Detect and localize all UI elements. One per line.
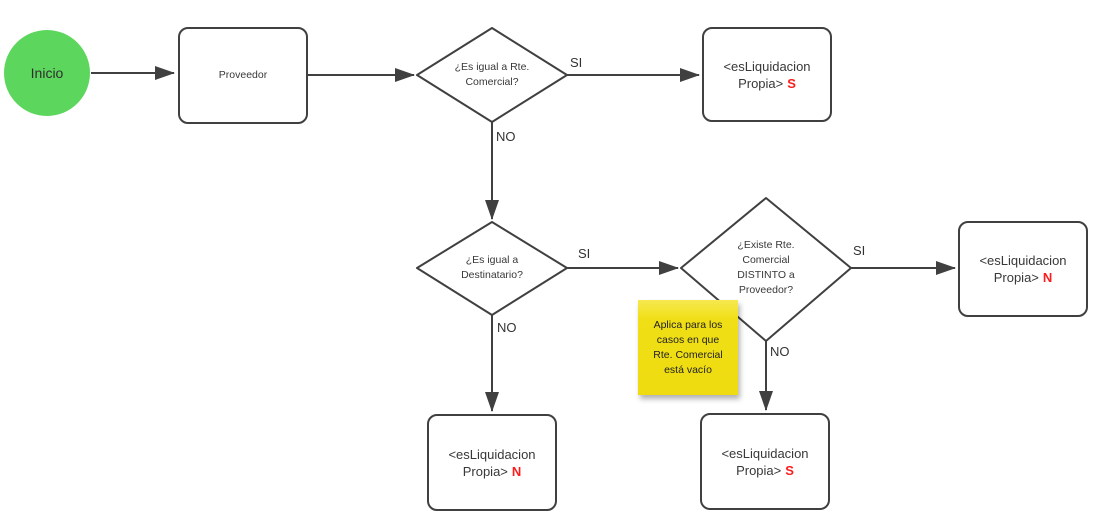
edge-label-decision2-si: SI	[578, 246, 591, 261]
result-bottom-right-label: <esLiquidacion Propia>	[721, 445, 809, 478]
result-right-value: N	[1042, 270, 1053, 285]
start-node[interactable]: Inicio	[4, 30, 90, 116]
edge-label-decision1-no: NO	[496, 129, 516, 144]
result-right-label: <esLiquidacion Propia>	[979, 253, 1067, 285]
result-right-text: <esLiquidacion Propia>N	[965, 252, 1081, 286]
result-node-bottom-left[interactable]: <esLiquidacion Propia>N	[427, 414, 557, 511]
result-node-right[interactable]: <esLiquidacion Propia>N	[958, 221, 1088, 317]
result-top-text: <esLiquidacion Propia>S	[709, 58, 825, 92]
start-label: Inicio	[30, 65, 64, 81]
result-node-top[interactable]: <esLiquidacion Propia>S	[702, 27, 832, 122]
edge-label-decision2-no: NO	[497, 320, 517, 335]
result-bottom-right-value: S	[785, 462, 794, 478]
decision1-diamond[interactable]	[416, 27, 568, 123]
result-bottom-left-text: <esLiquidacion Propia>N	[434, 446, 550, 480]
decision1-label: ¿Es igual a Rte. Comercial?	[454, 61, 530, 88]
result-bottom-right-text: <esLiquidacion Propia>S	[707, 445, 823, 479]
result-bottom-left-label: <esLiquidacion Propia>	[448, 446, 536, 479]
edge-label-decision3-no: NO	[770, 344, 790, 359]
result-node-bottom-right[interactable]: <esLiquidacion Propia>S	[700, 413, 830, 510]
sticky-note[interactable]: Aplica para los casos en que Rte. Comerc…	[638, 300, 738, 395]
result-top-value: S	[787, 75, 796, 91]
decision2-diamond[interactable]	[416, 221, 568, 316]
result-top-label: <esLiquidacion Propia>	[723, 58, 811, 91]
edge-label-decision1-si: SI	[570, 55, 583, 70]
sticky-note-text: Aplica para los casos en que Rte. Comerc…	[653, 318, 723, 376]
decision2-label: ¿Es igual a Destinatario?	[461, 254, 523, 281]
decision3-label: ¿Existe Rte. Comercial DISTINTO a Provee…	[737, 239, 795, 296]
edge-label-decision3-si: SI	[853, 243, 866, 258]
result-bottom-left-value: N	[511, 463, 522, 479]
decision3-diamond[interactable]	[680, 197, 852, 342]
proveedor-label: Proveedor	[218, 69, 268, 81]
proveedor-node[interactable]: Proveedor	[178, 27, 308, 124]
